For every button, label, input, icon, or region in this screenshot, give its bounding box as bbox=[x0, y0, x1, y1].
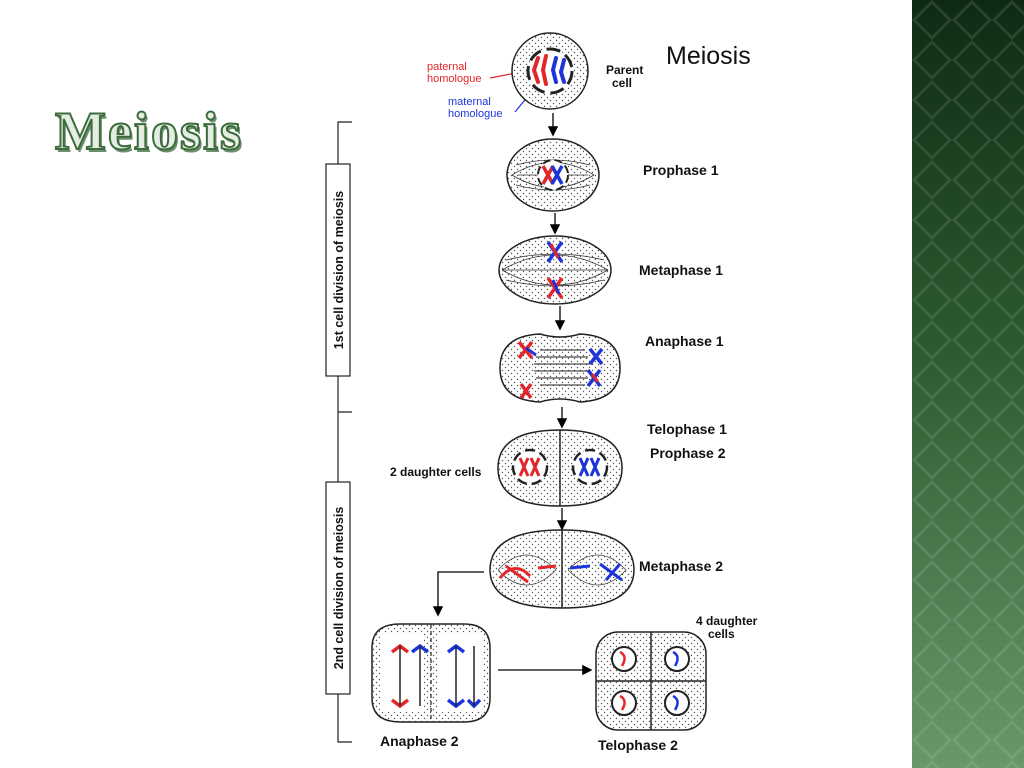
maternal-label-line: maternal bbox=[448, 96, 491, 108]
decorative-side-band bbox=[912, 0, 1024, 768]
metaphase1-cell bbox=[498, 235, 612, 305]
maternal-label-line: homologue bbox=[448, 108, 502, 120]
parent-cell-label-line: cell bbox=[612, 76, 632, 90]
anaphase2-cells bbox=[371, 623, 491, 723]
first-division-box bbox=[325, 163, 351, 377]
four-daughter-label-line: cells bbox=[708, 627, 735, 641]
four-daughter-label: 4 daughter cells bbox=[696, 614, 761, 641]
first-division-label: 1st cell division of meiosis bbox=[332, 191, 346, 349]
stage-label-anaphase2: Anaphase 2 bbox=[380, 733, 459, 749]
stage-label-prophase2: Prophase 2 bbox=[650, 445, 726, 461]
slide-title: Meiosis bbox=[54, 101, 243, 161]
stage-label-anaphase1: Anaphase 1 bbox=[645, 333, 724, 349]
telophase1-cells bbox=[497, 429, 623, 507]
parent-cell-label-line: Parent bbox=[606, 63, 643, 77]
two-daughter-label: 2 daughter cells bbox=[390, 465, 482, 479]
four-daughter-label-line: 4 daughter bbox=[696, 614, 758, 628]
second-division-label: 2nd cell division of meiosis bbox=[332, 507, 346, 670]
diamond-pattern bbox=[912, 0, 1024, 768]
telophase2-cells bbox=[595, 631, 707, 731]
parent-cell bbox=[511, 32, 589, 110]
stage-label-prophase1: Prophase 1 bbox=[643, 162, 719, 178]
stage-label-metaphase1: Metaphase 1 bbox=[639, 262, 723, 278]
parent-cell-label: Parent cell bbox=[606, 63, 647, 90]
stage-label-telophase1: Telophase 1 bbox=[647, 421, 727, 437]
anaphase1-cell bbox=[499, 333, 621, 403]
metaphase2-cells bbox=[489, 529, 635, 609]
paternal-label: paternal homologue bbox=[427, 61, 481, 85]
maternal-label: maternal homologue bbox=[448, 96, 502, 120]
paternal-label-line: homologue bbox=[427, 73, 481, 85]
prophase1-cell bbox=[506, 138, 600, 212]
stage-label-metaphase2: Metaphase 2 bbox=[639, 558, 723, 574]
stage-arrows bbox=[432, 113, 593, 676]
second-division-box bbox=[325, 481, 351, 695]
stage-label-telophase2: Telophase 2 bbox=[598, 737, 678, 753]
diagram-heading: Meiosis bbox=[666, 42, 751, 70]
paternal-label-line: paternal bbox=[427, 61, 467, 73]
